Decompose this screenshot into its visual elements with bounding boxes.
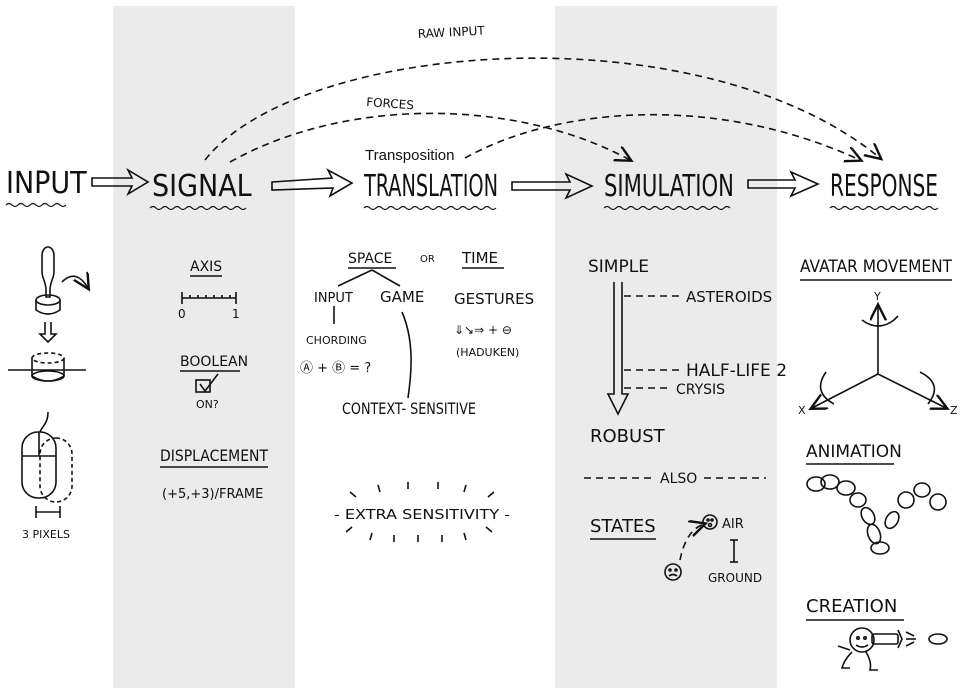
stage-input: INPUT [6,166,87,201]
boolean-title: BOOLEAN [180,354,248,370]
displacement-title: DISPLACEMENT [160,446,268,465]
arc-forces-label: FORCES [366,95,415,112]
character-shooter-icon [837,627,948,671]
space-title: SPACE [348,251,392,267]
robust-label: ROBUST [590,426,666,447]
stage-response: RESPONSE [830,169,938,204]
state-face-ground-icon [664,563,682,581]
chord-formula: Ⓐ + Ⓑ = ? [300,361,371,376]
mouse-icon [21,411,73,518]
axes-icon [812,306,946,408]
input-branch: INPUT [314,291,353,306]
on-label: ON? [196,398,219,411]
arc-raw-input [204,57,880,160]
crysis-label: CRYSIS [676,382,725,398]
arrow-input-signal [91,167,150,197]
arrow-translation-simulation [511,172,594,200]
pixels-label: 3 PIXELS [22,528,70,541]
underline-simulation [603,205,731,211]
air-ground-connector [730,539,738,563]
or-label: OR [420,254,435,265]
underline-translation [363,205,497,211]
creation-title: CREATION [806,596,897,617]
arc-transposition-label: Transposition [365,147,455,164]
arc-transposition [464,113,860,160]
joystick-icon [35,246,88,315]
axis-ruler [181,292,237,304]
displacement-value: (+5,+3)/FRAME [162,487,263,502]
underline-response [829,205,939,211]
state-transition-arrow [679,524,704,561]
haduken-label: (HADUKEN) [456,346,519,359]
simple-robust-arrow [606,282,630,416]
axis-x-label: X [798,404,806,417]
underline-input [5,202,67,208]
axis-y-label: Y [873,290,881,303]
checkbox-icon [195,373,219,393]
asteroids-label: ASTEROIDS [686,288,772,306]
halflife-label: HALF-LIFE 2 [686,361,787,381]
arrow-signal-translation [271,168,354,198]
underline-signal [149,205,247,211]
simple-label: SIMPLE [588,257,649,277]
extra-burst-lines [345,482,495,542]
animation-title: ANIMATION [806,442,902,462]
stage-simulation: SIMULATION [604,169,734,204]
signal-band [113,6,295,688]
state-face-air-icon [702,514,718,530]
arc-forces [229,112,630,163]
space-tree-lines [333,269,412,399]
axis-title: AXIS [190,259,222,275]
axis-zero: 0 [178,307,186,321]
extra-sensitivity-label: - EXTRA SENSITIVITY - [334,508,510,523]
chording-label: CHORDING [306,334,367,347]
context-sensitive-label: CONTEXT- SENSITIVE [342,399,476,418]
air-label: AIR [722,517,744,532]
states-title: STATES [590,516,656,537]
arrow-simulation-response [747,170,820,198]
down-arrow-icon [38,322,58,344]
ground-label: GROUND [708,571,762,585]
avatar-movement-title: AVATAR MOVEMENT [800,257,953,277]
stage-signal: SIGNAL [152,169,252,204]
also-label: ALSO [660,471,697,487]
stage-translation: TRANSLATION [363,169,498,204]
game-branch: GAME [380,288,424,306]
time-title: TIME [461,249,498,267]
gestures-label: GESTURES [454,290,534,308]
gesture-formula: ⇓↘⇒ + ⊖ [454,323,512,337]
animation-arc-ellipses [806,474,947,555]
axis-one: 1 [232,307,240,321]
axis-z-label: Z [950,404,958,417]
button-icon [8,352,86,382]
arc-raw-input-label: RAW INPUT [417,23,485,41]
